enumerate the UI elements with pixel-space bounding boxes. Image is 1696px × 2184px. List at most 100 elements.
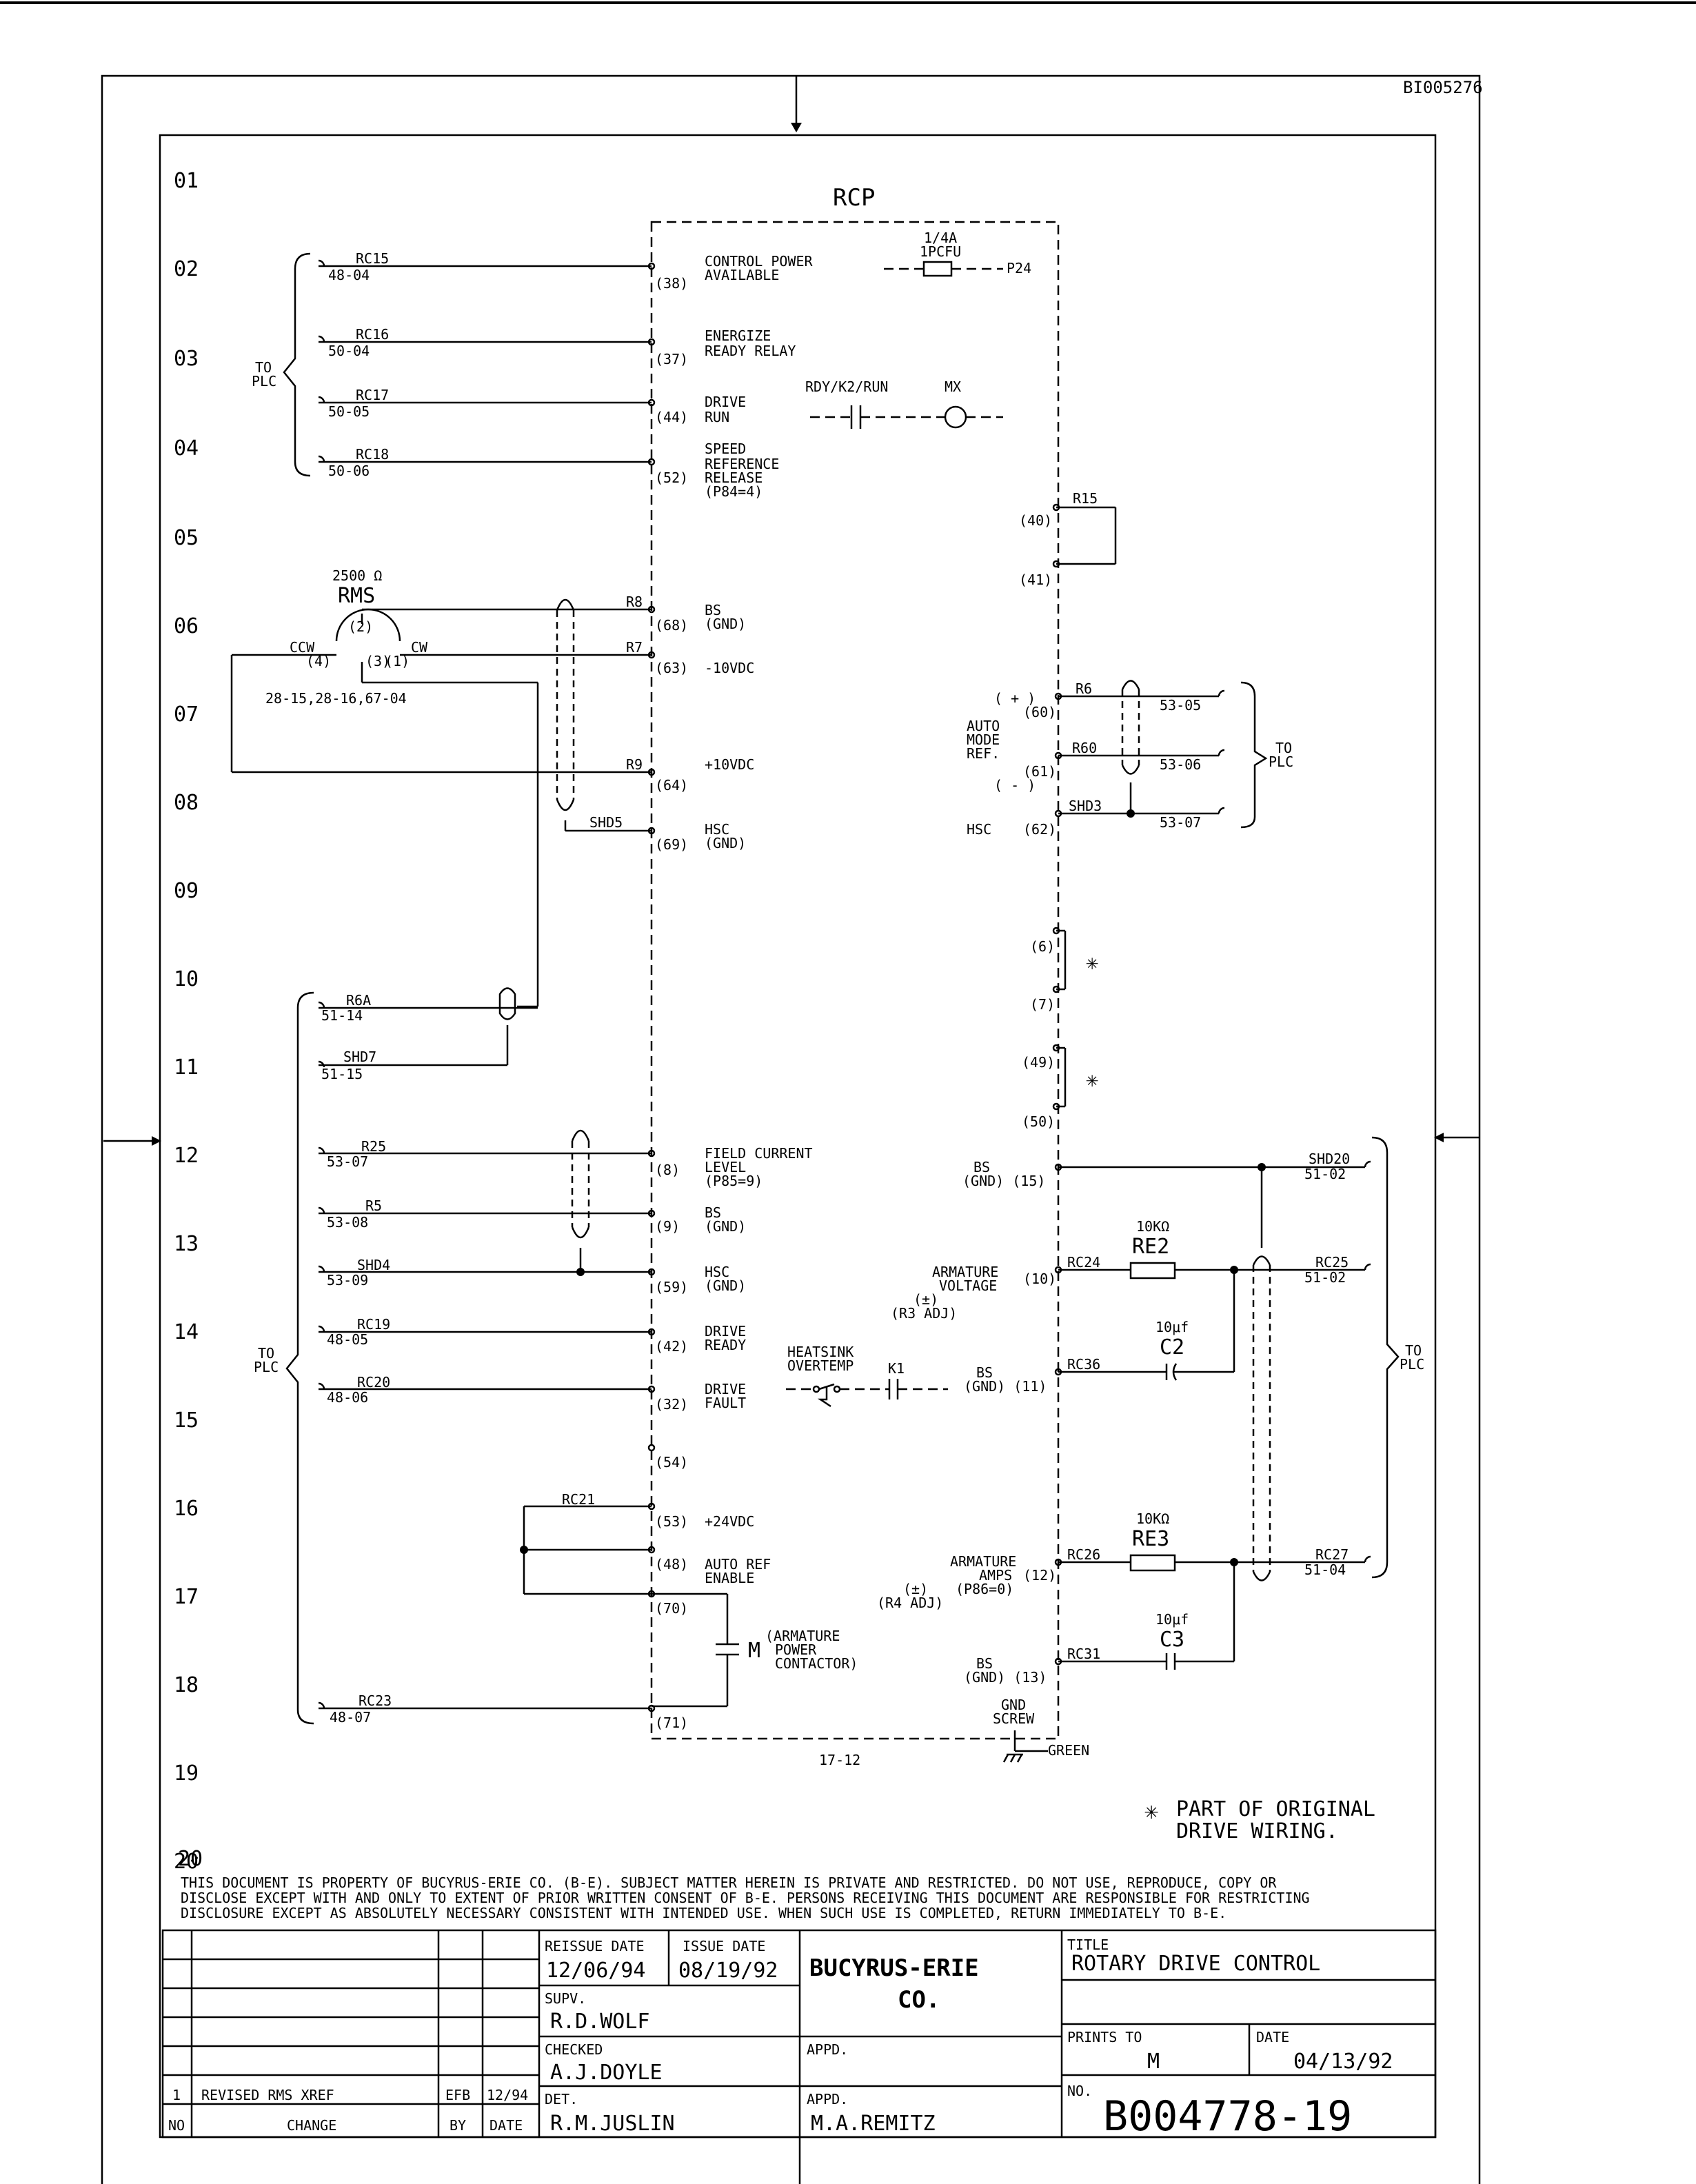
wire-ref: 50-06	[328, 463, 370, 479]
row-number: 01	[174, 169, 199, 193]
star-icon: ✳	[1144, 1797, 1158, 1825]
svg-text:SCREW: SCREW	[993, 1710, 1035, 1727]
terminal-desc: RELEASE	[705, 469, 763, 486]
svg-text:SHD4: SHD4	[357, 1257, 390, 1273]
svg-text:53-08: 53-08	[327, 1214, 368, 1231]
svg-text:RC25: RC25	[1315, 1254, 1349, 1271]
svg-text:CHECKED: CHECKED	[545, 2041, 603, 2058]
svg-text:(68): (68)	[655, 617, 688, 634]
svg-text:DATE: DATE	[1256, 2029, 1289, 2045]
svg-text:PLC: PLC	[254, 1359, 279, 1375]
svg-text:R5: R5	[365, 1197, 382, 1214]
svg-text:(50): (50)	[1022, 1113, 1055, 1130]
svg-text:MX: MX	[945, 378, 961, 395]
svg-text:(7): (7)	[1030, 996, 1055, 1013]
row-number: 04	[174, 436, 199, 461]
outer-border	[101, 74, 1481, 2184]
svg-text:( - ): ( - )	[994, 777, 1036, 793]
svg-text:DRIVE: DRIVE	[705, 1323, 746, 1339]
svg-text:(54): (54)	[655, 1454, 688, 1470]
rdy-contact-mx-coil: RDY/K2/RUN MX	[805, 378, 1003, 429]
svg-text:SUPV.: SUPV.	[545, 1990, 586, 2007]
svg-text:(P85=9): (P85=9)	[705, 1173, 763, 1189]
svg-text:(3): (3)	[365, 653, 390, 669]
terminal: (44)	[655, 409, 688, 425]
svg-text:51-02: 51-02	[1304, 1166, 1346, 1182]
svg-text:HSC: HSC	[705, 821, 729, 838]
svg-text:10KΩ: 10KΩ	[1136, 1218, 1169, 1235]
row-number: 02	[174, 257, 199, 281]
doc-id: BI005276	[1403, 78, 1483, 97]
svg-text:DET.: DET.	[545, 2091, 578, 2107]
svg-text:(12): (12)	[1023, 1567, 1056, 1584]
svg-text:1/4A: 1/4A	[924, 230, 957, 246]
svg-text:BUCYRUS-ERIE: BUCYRUS-ERIE	[809, 1954, 979, 1982]
svg-text:NO.: NO.	[1067, 2083, 1092, 2099]
terminal-desc: AVAILABLE	[705, 267, 779, 283]
svg-text:53-06: 53-06	[1160, 756, 1201, 773]
svg-text:(GND) (13): (GND) (13)	[964, 1669, 1047, 1686]
drawing-number: B004778-19	[1103, 2092, 1352, 2141]
r15-jumper: R15 (40) (41)	[1019, 490, 1117, 588]
svg-text:RC21: RC21	[562, 1491, 595, 1508]
terminal-desc: READY RELAY	[705, 343, 796, 359]
svg-text:FIELD CURRENT: FIELD CURRENT	[705, 1145, 813, 1162]
row-number: 12	[174, 1144, 199, 1168]
svg-text:BS: BS	[705, 1204, 721, 1221]
plc-group-1: TO PLC	[252, 252, 311, 477]
pot-wires: R8 (68) BS (GND) R7 (63) -10VDC R9 (64) …	[589, 594, 754, 853]
terminal-desc: REFERENCE	[705, 456, 779, 472]
svg-text:REISSUE DATE: REISSUE DATE	[545, 1938, 645, 1954]
svg-text:(6): (6)	[1030, 938, 1055, 955]
svg-text:(69): (69)	[655, 836, 688, 853]
svg-text:(R3 ADJ): (R3 ADJ)	[891, 1305, 957, 1322]
svg-text:R6: R6	[1076, 680, 1092, 697]
svg-text:CCW: CCW	[290, 639, 315, 656]
svg-text:08/19/92: 08/19/92	[678, 1959, 778, 1983]
svg-text:M.A.REMITZ: M.A.REMITZ	[811, 2112, 936, 2136]
note-original-wiring: ✳ PART OF ORIGINAL DRIVE WIRING.	[1144, 1797, 1375, 1843]
svg-text:ROTARY DRIVE CONTROL: ROTARY DRIVE CONTROL	[1071, 1952, 1320, 1976]
svg-text:DISCLOSURE EXCEPT AS ABSOLUTEL: DISCLOSURE EXCEPT AS ABSOLUTELY NECESSAR…	[181, 1905, 1226, 1921]
row-number: 20	[178, 1847, 203, 1871]
svg-text:ARMATURE: ARMATURE	[950, 1553, 1016, 1570]
right-side-analog: BS (GND) (15) SHD20 51-02 ARMATURE VOLTA…	[877, 1136, 1424, 1686]
row-number: 10	[174, 967, 199, 991]
svg-text:DRIVE: DRIVE	[705, 1381, 746, 1397]
svg-text:(40): (40)	[1019, 512, 1052, 529]
svg-text:APPD.: APPD.	[807, 2041, 848, 2058]
svg-text:REF.: REF.	[967, 745, 1000, 762]
svg-text:R.M.JUSLIN: R.M.JUSLIN	[550, 2112, 675, 2136]
svg-text:-10VDC: -10VDC	[705, 660, 754, 676]
svg-text:(9): (9)	[655, 1218, 680, 1235]
rcp-left-wires: RC15 48-04 (38) CONTROL POWER AVAILABLE …	[318, 250, 813, 500]
svg-text:(62): (62)	[1023, 821, 1056, 838]
terminal-desc: CONTROL POWER	[705, 253, 813, 270]
svg-text:(59): (59)	[655, 1279, 688, 1295]
row-number: 13	[174, 1232, 199, 1256]
row-number: 18	[174, 1673, 199, 1697]
svg-text:ENABLE: ENABLE	[705, 1570, 754, 1586]
svg-text:PLC: PLC	[1400, 1356, 1424, 1373]
row-number: 17	[174, 1585, 199, 1609]
svg-text:M: M	[1147, 2050, 1160, 2074]
svg-text:ARMATURE: ARMATURE	[932, 1264, 998, 1280]
svg-text:2500 Ω: 2500 Ω	[332, 567, 382, 584]
fuse-1pcfu: 1/4A 1PCFU P24	[884, 230, 1031, 277]
svg-text:51-15: 51-15	[321, 1066, 363, 1082]
svg-text:BS: BS	[976, 1364, 993, 1381]
svg-text:HSC: HSC	[967, 821, 991, 838]
svg-text:RC27: RC27	[1315, 1546, 1349, 1563]
svg-text:(R4 ADJ): (R4 ADJ)	[877, 1595, 943, 1611]
wire-ref: 48-04	[328, 267, 370, 283]
row-number: 19	[174, 1761, 199, 1786]
svg-text:53-07: 53-07	[327, 1153, 368, 1170]
svg-text:R9: R9	[626, 756, 643, 773]
svg-text:(GND): (GND)	[705, 1218, 746, 1235]
plc-group-2: TO PLC	[254, 991, 314, 1725]
svg-text:(41): (41)	[1019, 572, 1052, 588]
svg-text:RC19: RC19	[357, 1316, 390, 1333]
svg-text:VOLTAGE: VOLTAGE	[939, 1277, 997, 1294]
svg-text:RE3: RE3	[1132, 1527, 1169, 1551]
svg-text:1: 1	[172, 2087, 181, 2103]
